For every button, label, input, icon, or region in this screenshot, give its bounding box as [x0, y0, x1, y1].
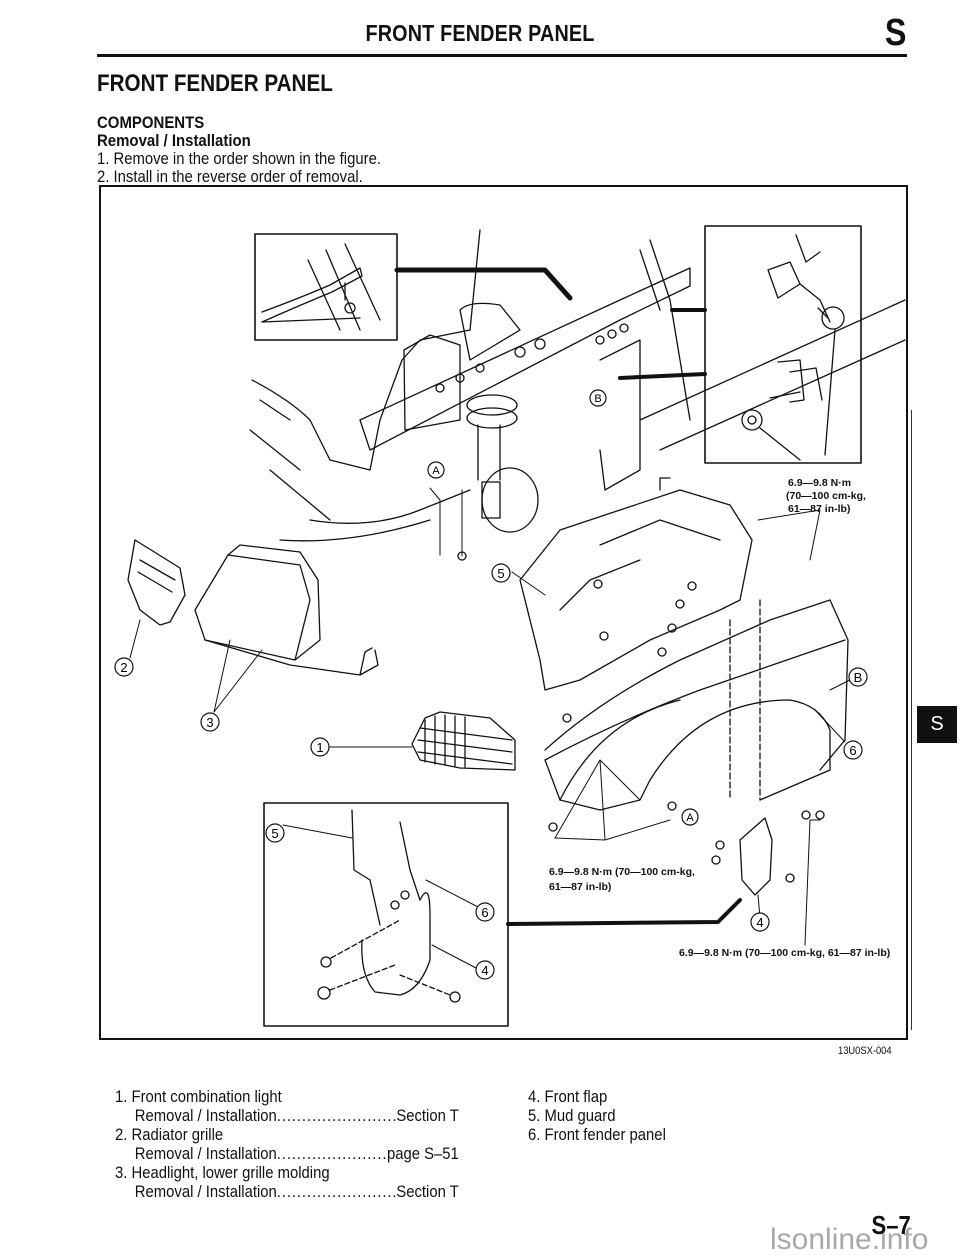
reference-label: Removal / Installation: [134, 1107, 277, 1125]
callout-b-body: B: [589, 389, 607, 407]
radiator-grille: [127, 539, 186, 626]
callout-6-label: 6: [481, 905, 488, 920]
section-title: FRONT FENDER PANEL: [97, 70, 333, 97]
dot-leader: [277, 1107, 397, 1126]
running-header-title: FRONT FENDER PANEL: [365, 20, 595, 46]
callout-3-label: 3: [206, 715, 213, 730]
torque-spec-lower-middle: 6.9—9.8 N·m (70—100 cm-kg, 61—87 in-lb): [549, 866, 695, 893]
dot-leader: [277, 1145, 387, 1164]
page-number: S–7: [871, 1210, 911, 1240]
mud-guard: [519, 477, 753, 691]
suspension-strut: [466, 394, 539, 533]
inset-flap-detail: [263, 802, 509, 1027]
callout-b-label: B: [594, 393, 601, 405]
torque-spec-line: 61—87 in-lb): [788, 503, 850, 515]
section-tab: S: [917, 706, 957, 743]
callout-1: 1: [310, 737, 330, 757]
margin-line: [911, 410, 912, 1030]
callout-2-label: 2: [120, 660, 127, 675]
torque-spec-line: 6.9—9.8 N·m (70—100 cm-kg,: [549, 866, 695, 878]
procedure-title: Removal / Installation: [97, 131, 251, 150]
callout-5-label: 5: [497, 566, 504, 581]
callout-a-label: A: [686, 812, 694, 824]
legend-item-label: 3. Headlight, lower grille molding: [115, 1164, 330, 1182]
legend-item: 5. Mud guard: [528, 1107, 616, 1125]
header-rule: [97, 54, 907, 57]
front-combination-light: [411, 711, 516, 771]
legend-item: 4. Front flap: [528, 1088, 608, 1106]
fastener-bolts: [457, 551, 825, 883]
callout-4: 4: [750, 912, 770, 932]
front-flap: [739, 817, 773, 896]
callout-a-body: A: [427, 461, 445, 479]
headlight-assembly: [194, 544, 379, 676]
callout-a-label: A: [432, 465, 440, 477]
parts-legend-right: 4. Front flap 5. Mud guard 6. Front fend…: [528, 1088, 798, 1145]
legend-item-label: 2. Radiator grille: [115, 1126, 224, 1144]
torque-spec-lower-right: 6.9—9.8 N·m (70—100 cm-kg, 61—87 in-lb): [679, 947, 890, 959]
reference-label: Removal / Installation: [134, 1183, 277, 1201]
torque-spec-line: 6.9—9.8 N·m: [788, 477, 851, 489]
callout-6-label: 6: [849, 743, 856, 758]
torque-spec-line: 61—87 in-lb): [549, 881, 611, 893]
subsection-title: COMPONENTS: [97, 113, 205, 132]
callout-b-label: B: [854, 670, 863, 685]
callout-markers: 1 2 3 5 6 4 B A A B 5 6 4: [114, 389, 868, 980]
parts-legend-left: 1. Front combination light Removal / Ins…: [115, 1088, 475, 1202]
torque-spec-upper-right: 6.9—9.8 N·m (70—100 cm-kg, 61—87 in-lb): [786, 477, 866, 515]
callout-b-fender: B: [848, 667, 868, 687]
legend-item-reference: Removal / Installation Section T: [115, 1183, 459, 1202]
callout-4-label: 4: [481, 963, 488, 978]
legend-item: 3. Headlight, lower grille molding Remov…: [115, 1164, 475, 1202]
callout-5-label: 5: [271, 826, 278, 841]
reference-target: Section T: [396, 1107, 459, 1125]
callout-3: 3: [200, 712, 220, 732]
callout-1-label: 1: [316, 740, 323, 755]
inset-bracket-detail: [704, 225, 862, 464]
callout-5-inset: 5: [265, 823, 285, 843]
callout-a-fender: A: [681, 808, 699, 826]
reference-target: page S–51: [386, 1145, 459, 1163]
reference-target: Section T: [396, 1183, 459, 1201]
legend-item: 6. Front fender panel: [528, 1126, 666, 1144]
figure-code: 13U0SX-004: [838, 1045, 892, 1057]
legend-item-label: 1. Front combination light: [115, 1088, 282, 1106]
callout-4-label: 4: [756, 915, 763, 930]
front-fender-panel: [544, 599, 849, 811]
legend-item-reference: Removal / Installation page S–51: [115, 1145, 459, 1164]
callout-6: 6: [843, 740, 863, 760]
callout-5: 5: [491, 563, 511, 583]
callout-4-inset: 4: [475, 960, 495, 980]
torque-spec-line: (70—100 cm-kg,: [786, 490, 866, 502]
legend-item: 2. Radiator grille Removal / Installatio…: [115, 1126, 475, 1164]
procedure-step: 2. Install in the reverse order of remov…: [97, 168, 363, 186]
reference-label: Removal / Installation: [134, 1145, 277, 1163]
legend-item-reference: Removal / Installation Section T: [115, 1107, 459, 1126]
dot-leader: [277, 1183, 397, 1202]
inset-cowl-detail: [254, 233, 398, 341]
engine-bay-structure: [249, 229, 906, 542]
procedure-step: 1. Remove in the order shown in the figu…: [97, 150, 381, 168]
callout-6-inset: 6: [475, 902, 495, 922]
leader-lines: [129, 487, 851, 969]
figure-frame: [99, 185, 908, 1040]
section-letter: S: [884, 12, 907, 54]
legend-item: 1. Front combination light Removal / Ins…: [115, 1088, 475, 1126]
callout-2: 2: [114, 657, 134, 677]
